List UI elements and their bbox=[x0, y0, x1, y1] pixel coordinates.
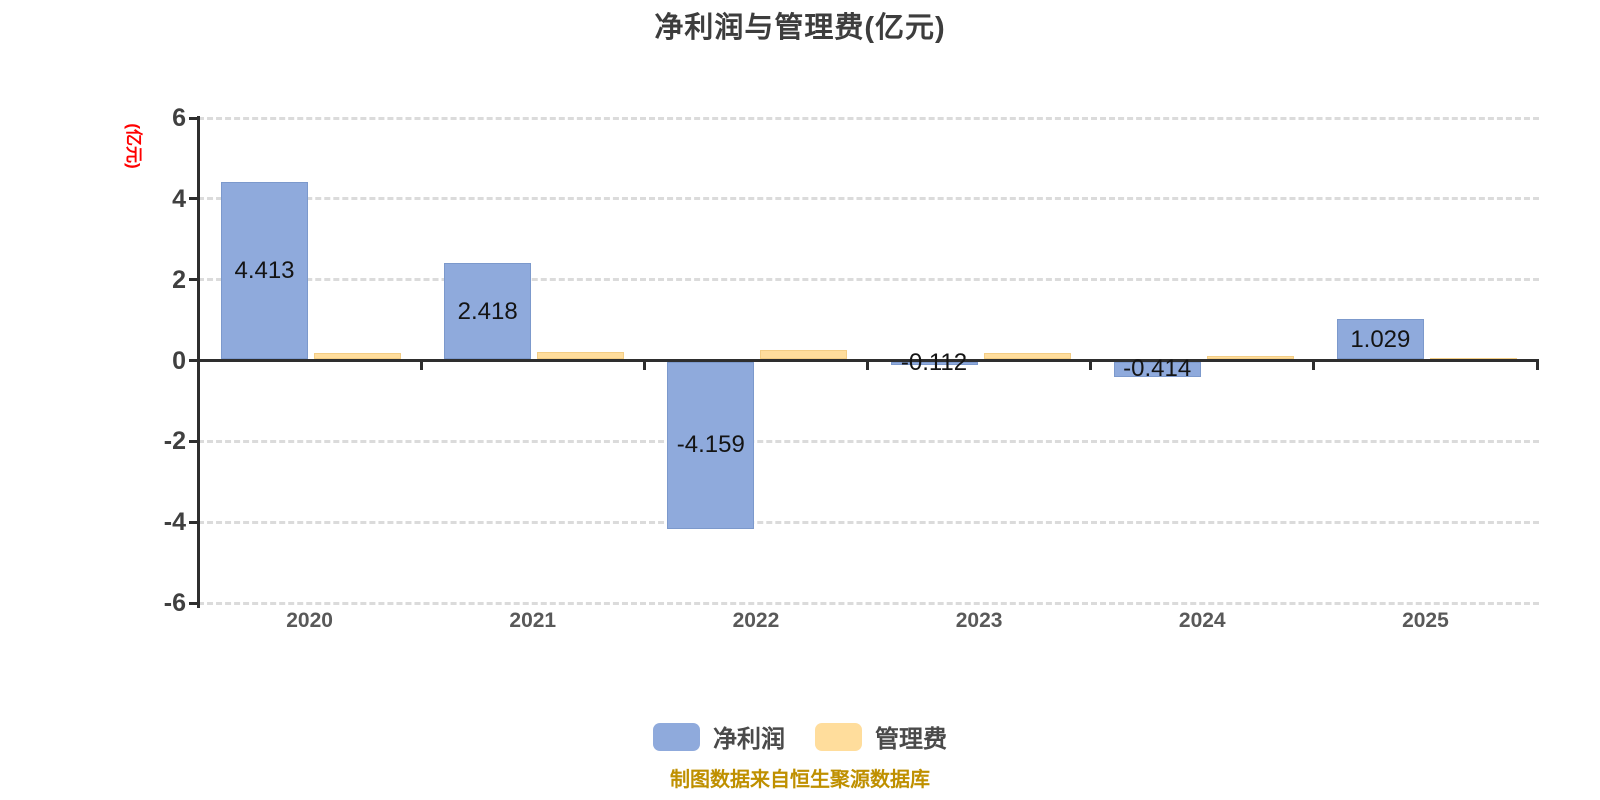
legend-label: 管理费 bbox=[875, 726, 947, 753]
y-tick-label: -2 bbox=[163, 427, 186, 456]
x-axis-tick bbox=[1089, 362, 1093, 370]
x-category-label: 2022 bbox=[732, 609, 780, 632]
x-category-label: 2020 bbox=[286, 609, 333, 632]
x-axis-tick bbox=[196, 362, 200, 370]
x-axis-line bbox=[197, 359, 1540, 362]
net-profit-bar bbox=[1336, 319, 1424, 359]
gridline bbox=[198, 197, 1540, 201]
management-fee-bar bbox=[760, 350, 848, 359]
y-axis-tick bbox=[189, 520, 197, 524]
legend: 净利润 管理费 bbox=[0, 719, 1600, 754]
gridline bbox=[198, 439, 1540, 443]
net-profit-bar bbox=[1113, 362, 1201, 377]
x-category-label: 2025 bbox=[1402, 609, 1449, 632]
y-tick-label: 6 bbox=[172, 104, 186, 132]
management-fee-bar bbox=[1206, 356, 1294, 359]
net-profit-bar bbox=[667, 362, 755, 529]
y-axis-tick bbox=[189, 439, 197, 443]
x-category-label: 2024 bbox=[1178, 609, 1226, 632]
net-profit-value-label: -4.159 bbox=[676, 430, 745, 458]
source-note: 制图数据来自恒生聚源数据库 bbox=[670, 769, 930, 791]
x-category-label: 2021 bbox=[509, 609, 557, 632]
y-axis-tick bbox=[189, 278, 197, 282]
x-axis-tick bbox=[419, 362, 423, 370]
management-fee-bar bbox=[537, 352, 625, 359]
net-profit-value-label: 1.029 bbox=[1350, 325, 1411, 353]
gridline bbox=[198, 278, 1540, 282]
x-category-label: 2023 bbox=[955, 609, 1003, 632]
y-tick-label: 0 bbox=[172, 346, 186, 375]
legend-swatch-icon bbox=[653, 722, 700, 751]
chart-title: 净利润与管理费(亿元) bbox=[654, 12, 946, 44]
x-axis-tick bbox=[642, 362, 646, 370]
net-profit-bar bbox=[444, 263, 532, 359]
y-tick-label: 4 bbox=[172, 184, 186, 213]
net-profit-value-label: -0.112 bbox=[900, 348, 968, 376]
gridline bbox=[198, 601, 1540, 605]
y-axis-tick bbox=[189, 601, 197, 605]
x-axis-tick bbox=[866, 362, 869, 370]
management-fee-bar bbox=[314, 353, 401, 359]
x-axis-tick bbox=[1312, 362, 1316, 370]
legend-item: 管理费 bbox=[815, 719, 947, 754]
net-profit-bar bbox=[221, 182, 308, 359]
management-fee-bar bbox=[983, 353, 1071, 359]
legend-label: 净利润 bbox=[713, 726, 785, 753]
y-axis-tick bbox=[189, 197, 197, 201]
y-tick-label: -4 bbox=[163, 508, 186, 537]
gridline bbox=[198, 520, 1540, 524]
net-profit-value-label: 2.418 bbox=[457, 297, 518, 325]
y-axis-tick bbox=[189, 359, 197, 362]
net-profit-value-label: -0.414 bbox=[1123, 354, 1192, 382]
legend-swatch-icon bbox=[815, 722, 862, 751]
y-tick-label: -6 bbox=[163, 589, 186, 617]
y-tick-label: 2 bbox=[172, 265, 186, 294]
net-profit-bar bbox=[890, 362, 978, 365]
x-axis-tick bbox=[1535, 362, 1539, 370]
net-profit-value-label: 4.413 bbox=[234, 257, 295, 285]
gridline bbox=[198, 116, 1540, 120]
legend-item: 净利润 bbox=[653, 719, 785, 754]
y-axis-tick bbox=[189, 116, 197, 120]
